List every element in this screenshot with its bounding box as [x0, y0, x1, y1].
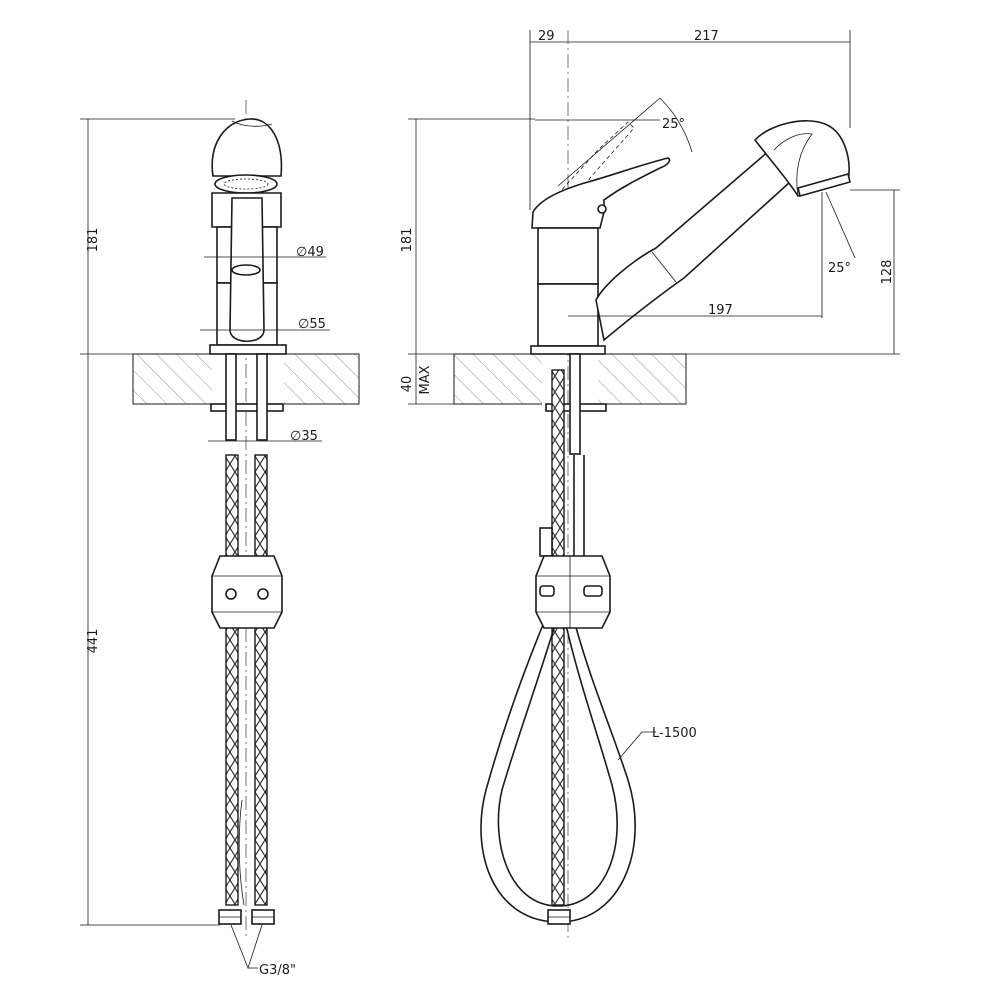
left-lever-head: [211, 118, 283, 177]
dim-197-label: 197: [708, 303, 733, 318]
dim-dia49-label: ∅49: [296, 245, 324, 260]
left-lever-band: [231, 120, 273, 127]
dim-29-label: 29: [538, 29, 555, 44]
left-hose-clip: [211, 555, 283, 629]
left-worktop-cutout: [212, 353, 284, 405]
side-view: 25° 25° 128 197 29 217: [400, 29, 900, 940]
dim-thread-label: G3/8": [259, 963, 296, 978]
left-clip-hole-left: [225, 588, 237, 600]
dim-dia35-label: ∅35: [290, 429, 318, 444]
dim-deck-max-label: MAX: [418, 365, 433, 394]
left-clip-hole-right: [257, 588, 269, 600]
right-lever-pin: [597, 204, 607, 214]
right-clip-slot-left: [539, 585, 555, 597]
dim-hose-leader: [617, 731, 656, 761]
dim-right-181-label: 181: [400, 228, 415, 253]
dim-angle-lever-label: 25°: [662, 117, 685, 132]
dim-217-label: 217: [694, 29, 719, 44]
left-mount-plate: [210, 403, 284, 412]
right-base-ring: [530, 345, 606, 355]
right-hose-clip: [535, 555, 611, 629]
right-supply-hose: [551, 369, 565, 906]
dim-angle-spray-ref: [825, 191, 856, 259]
dim-angle-lever-arc: [659, 97, 693, 153]
left-spray-nozzles: [223, 178, 269, 190]
right-lever-angle-ref: [557, 97, 661, 187]
dim-thread-leader: [230, 924, 263, 970]
right-spray-outlet: [797, 173, 851, 197]
dim-hose-label: L-1500: [652, 726, 697, 741]
right-spout-joint: [651, 251, 677, 283]
right-body-upper: [537, 227, 599, 285]
left-stud-right: [256, 353, 268, 441]
left-spout-outlet: [231, 264, 261, 276]
right-spray-inner: [773, 133, 813, 197]
dim-128-label: 128: [880, 260, 895, 285]
left-base-ring: [209, 344, 287, 355]
left-hose-centre-curve: [238, 799, 245, 906]
right-shower-hose-loop-inner: [497, 624, 618, 907]
dim-angle-spray-label: 25°: [828, 261, 851, 276]
left-stud-left: [225, 353, 237, 441]
right-stud: [569, 353, 581, 455]
dim-left-441-label: 441: [86, 629, 101, 654]
right-hose-connector: [539, 527, 553, 557]
right-shower-hose-upper: [573, 455, 585, 556]
dim-dia55-label: ∅55: [298, 317, 326, 332]
left-hose-right: [254, 454, 268, 906]
right-lever-raised: [547, 121, 635, 206]
right-body-lower: [537, 283, 599, 347]
right-spray-head: [753, 120, 850, 197]
dim-deck-40-label: 40: [400, 376, 415, 393]
left-hose-left: [225, 454, 239, 906]
right-spout-hose: [595, 148, 792, 342]
front-view: ∅49 ∅55 ∅35 G3/8": [80, 100, 360, 978]
right-clip-slot-right: [583, 585, 603, 597]
right-lever: [531, 157, 671, 229]
dim-left-181-label: 181: [86, 228, 101, 253]
